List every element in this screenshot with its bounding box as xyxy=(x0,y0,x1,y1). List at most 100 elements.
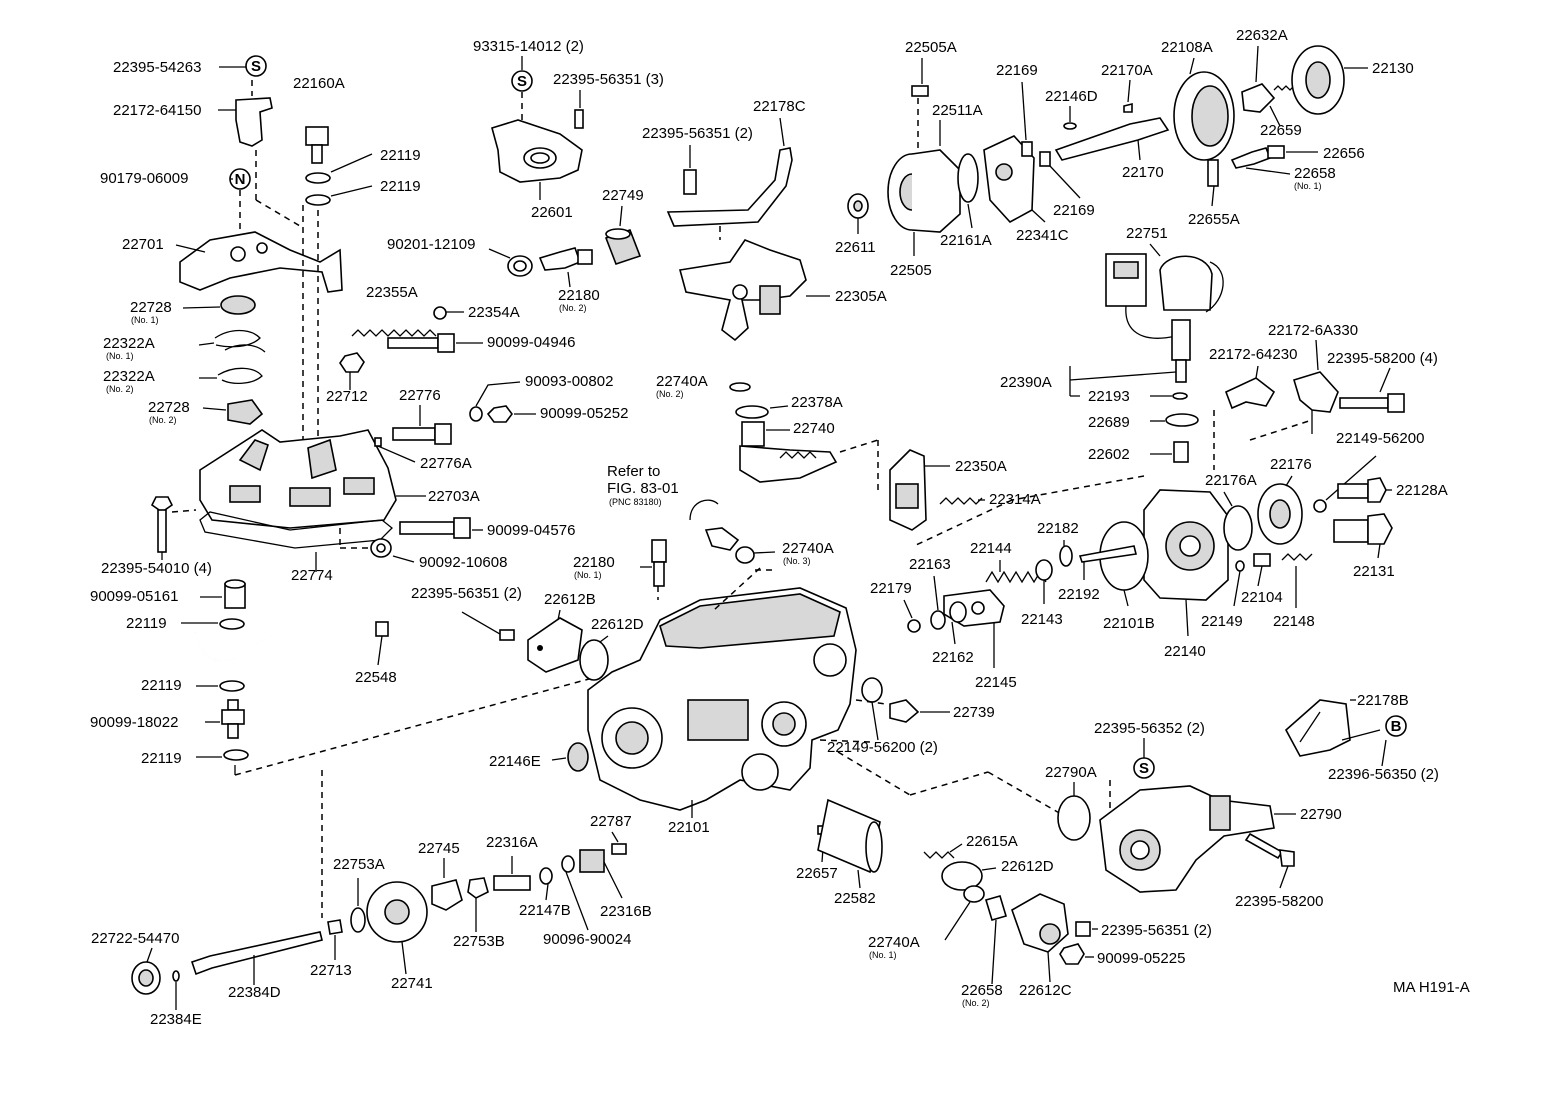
part-label: 22722-54470 xyxy=(91,930,179,947)
part-label: 22131 xyxy=(1353,563,1395,580)
part-label: 22395-58200 (4) xyxy=(1327,350,1438,367)
part-label: 22740A xyxy=(656,373,708,390)
part-label: 22395-54010 (4) xyxy=(101,560,212,577)
part-label: 22632A xyxy=(1236,27,1288,44)
part-label: 22146D xyxy=(1045,88,1098,105)
part-label: 22655A xyxy=(1188,211,1240,228)
part-label: 22146E xyxy=(489,753,541,770)
part-label: 22316B xyxy=(600,903,652,920)
part-label: 22180 xyxy=(558,287,600,304)
part-variant-note: (No. 2) xyxy=(149,415,177,425)
part-label: 22355A xyxy=(366,284,418,301)
part-label: 22390A xyxy=(1000,374,1052,391)
part-label: 22179 xyxy=(870,580,912,597)
part-label: 22582 xyxy=(834,890,876,907)
part-label: 22612C xyxy=(1019,982,1072,999)
part-label: 22145 xyxy=(975,674,1017,691)
part-label: 22101B xyxy=(1103,615,1155,632)
part-variant-note: (No. 1) xyxy=(869,950,897,960)
part-label: 22511A xyxy=(932,102,983,119)
part-label: 22172-64230 xyxy=(1209,346,1297,363)
part-label: 22169 xyxy=(1053,202,1095,219)
part-variant-note: (No. 1) xyxy=(574,570,602,580)
part-label: 22119 xyxy=(380,147,421,164)
reference-note-line1: Refer to xyxy=(607,463,660,480)
figure-code: MA H191-A xyxy=(1393,979,1470,996)
part-label: 22322A xyxy=(103,335,155,352)
part-label: 22341C xyxy=(1016,227,1069,244)
part-label: 22176 xyxy=(1270,456,1312,473)
part-label: 90099-18022 xyxy=(90,714,178,731)
part-label: 22790 xyxy=(1300,806,1342,823)
feed-pump-group xyxy=(847,45,1368,256)
part-label: 22178C xyxy=(753,98,806,115)
part-label: 22147B xyxy=(519,902,571,919)
symbol-s: S xyxy=(251,58,261,75)
part-label: 22161A xyxy=(940,232,992,249)
drive-shaft-group xyxy=(131,770,883,1010)
part-label: 22384D xyxy=(228,984,281,1001)
part-label: 90099-05252 xyxy=(540,405,628,422)
part-label: 22322A xyxy=(103,368,155,385)
part-label: 22396-56350 (2) xyxy=(1328,766,1439,783)
part-label: 22612B xyxy=(544,591,596,608)
part-label: 22395-56351 (2) xyxy=(642,125,753,142)
part-label: 22180 xyxy=(573,554,615,571)
part-label: 22140 xyxy=(1164,643,1206,660)
part-label: 22790A xyxy=(1045,764,1097,781)
part-label: 22701 xyxy=(122,236,164,253)
part-label: 22395-58200 xyxy=(1235,893,1323,910)
part-label: 22169 xyxy=(996,62,1038,79)
part-label: 22745 xyxy=(418,840,460,857)
part-label: 22787 xyxy=(590,813,632,830)
part-label: 22395-56352 (2) xyxy=(1094,720,1205,737)
part-label: 22505A xyxy=(905,39,957,56)
part-number-labels: 22395-5426322172-6415090179-0600922160A2… xyxy=(90,27,1448,1028)
part-label: 22395-56351 (2) xyxy=(1101,922,1212,939)
part-label: 22119 xyxy=(380,178,421,195)
part-label: 22395-56351 (2) xyxy=(411,585,522,602)
part-label: 90099-05161 xyxy=(90,588,178,605)
lever-linkage-group: S xyxy=(488,56,830,342)
part-label: 22163 xyxy=(909,556,951,573)
part-label: 22104 xyxy=(1241,589,1283,606)
part-label: 22149-56200 (2) xyxy=(827,739,938,756)
part-label: 22774 xyxy=(291,567,333,584)
part-label: 22689 xyxy=(1088,414,1130,431)
part-variant-note: (No. 1) xyxy=(106,351,134,361)
part-label: 22751 xyxy=(1126,225,1168,242)
bracket-group: B S xyxy=(1057,699,1407,893)
part-label: 22740A xyxy=(782,540,834,557)
part-label: 22776A xyxy=(420,455,472,472)
part-label: 90099-05225 xyxy=(1097,950,1185,967)
part-variant-note: (No. 1) xyxy=(131,315,159,325)
part-label: 90093-00802 xyxy=(525,373,613,390)
part-label: 22128A xyxy=(1396,482,1448,499)
part-label: 22548 xyxy=(355,669,397,686)
part-label: 22172-64150 xyxy=(113,102,201,119)
part-label: 22149 xyxy=(1201,613,1243,630)
part-label: 22740 xyxy=(793,420,835,437)
part-label: 22378A xyxy=(791,394,843,411)
part-label: 22741 xyxy=(391,975,433,992)
part-variant-note: (No. 2) xyxy=(559,303,587,313)
part-variant-note: (No. 2) xyxy=(106,384,134,394)
part-label: 22314A xyxy=(989,491,1041,508)
part-label: 22148 xyxy=(1273,613,1315,630)
symbol-s-3: S xyxy=(1139,760,1149,777)
part-label: 22658 xyxy=(1294,165,1336,182)
part-label: 22182 xyxy=(1037,520,1079,537)
part-label: 22505 xyxy=(890,262,932,279)
part-label: 22749 xyxy=(602,187,644,204)
part-label: 22144 xyxy=(970,540,1012,557)
part-label: 93315-14012 (2) xyxy=(473,38,584,55)
part-variant-notes: (No. 1) (No. 1) (No. 2) (No. 2) (No. 2) (No. … xyxy=(106,181,1322,1008)
part-label: 22703A xyxy=(428,488,480,505)
part-label: 22305A xyxy=(835,288,887,305)
part-label: 22350A xyxy=(955,458,1007,475)
part-label: 22119 xyxy=(141,750,182,767)
part-label: 22162 xyxy=(932,649,974,666)
part-label: 22602 xyxy=(1088,446,1130,463)
part-variant-note: (No. 2) xyxy=(656,389,684,399)
part-label: 22108A xyxy=(1161,39,1213,56)
